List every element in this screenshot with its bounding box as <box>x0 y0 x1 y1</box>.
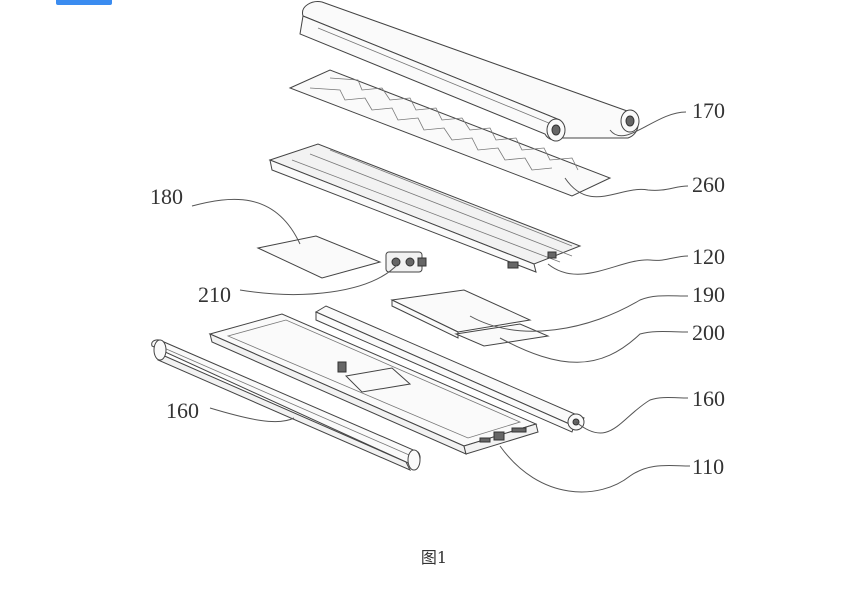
label-160-right: 160 <box>692 386 725 411</box>
part-top-cover <box>299 1 640 142</box>
label-190: 190 <box>692 282 725 307</box>
part-serpentine-plate <box>288 69 612 197</box>
part-rail-left <box>151 339 421 472</box>
leader-lines <box>191 111 691 493</box>
label-120: 120 <box>692 244 725 269</box>
part-board-190 <box>390 289 532 339</box>
label-170: 170 <box>692 98 725 123</box>
label-210: 210 <box>198 282 231 307</box>
label-260: 260 <box>692 172 725 197</box>
part-base-tray <box>208 313 539 455</box>
figure-caption: 图1 <box>420 548 448 567</box>
part-small-plate <box>256 235 382 279</box>
label-200: 200 <box>692 320 725 345</box>
part-rail-right <box>314 305 585 433</box>
label-180: 180 <box>150 184 183 209</box>
selection-tab-indicator[interactable] <box>56 0 112 5</box>
label-110: 110 <box>692 454 725 479</box>
part-frame <box>268 143 582 273</box>
label-160-left: 160 <box>166 398 199 423</box>
